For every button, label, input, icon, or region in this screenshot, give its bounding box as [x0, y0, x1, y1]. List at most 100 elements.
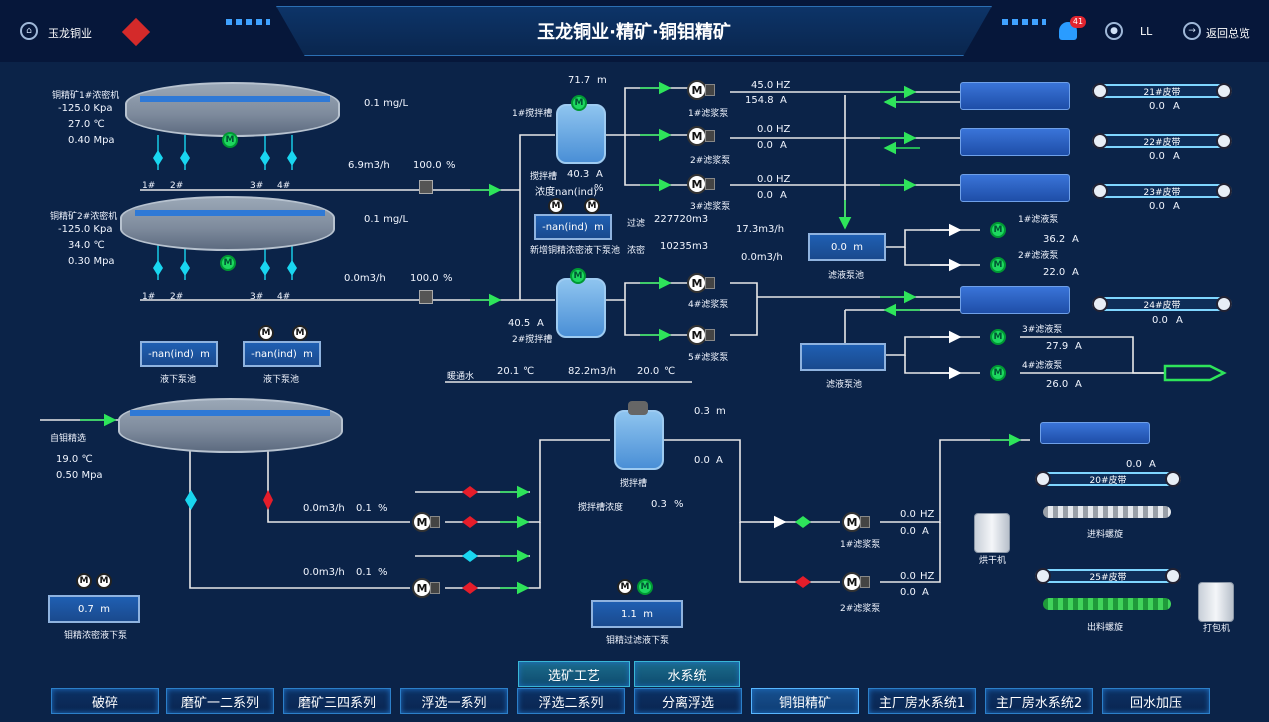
moly-filter-tank-motor-2-icon[interactable]: M [637, 579, 653, 595]
slurry-pump-1[interactable]: M [685, 80, 715, 100]
moly-line-1-pct-unit: % [378, 503, 388, 514]
slurry-pump-2-hz-unit: HZ [776, 124, 791, 135]
moly-source-label: 自钼精选 [50, 434, 87, 444]
agitator-1-motor-icon[interactable]: M [571, 95, 587, 111]
filtrate-pump-2[interactable]: M [980, 255, 1010, 275]
moly-agitator-conc: 0.3 [651, 499, 667, 510]
agitator-1-conc-unit: % [594, 183, 604, 194]
filtrate-pump-3-name: 3#滤液泵 [1022, 325, 1063, 335]
motor-icon: M [687, 80, 707, 100]
thickener-2[interactable] [120, 196, 335, 251]
belt-25[interactable]: 25#皮带 [1035, 568, 1181, 584]
agitator-2-motor-icon[interactable]: M [570, 268, 586, 284]
new-tank[interactable]: -nan(ind) m [534, 214, 612, 240]
tab-separation-flotation[interactable]: 分离浮选 [634, 688, 742, 714]
home-icon[interactable]: ⌂ [20, 22, 38, 40]
back-icon[interactable]: → [1183, 22, 1201, 40]
filtrate-pump-1-a: 36.2 [1043, 234, 1066, 245]
belt-21[interactable]: 21#皮带 [1092, 83, 1232, 99]
thickener-1-motor-icon[interactable]: M [222, 132, 238, 148]
user-icon[interactable]: ● [1105, 22, 1123, 40]
slurry-pump-2[interactable]: M [685, 126, 715, 146]
filter-press-1[interactable] [960, 82, 1070, 110]
belt-roller-icon [1092, 183, 1108, 199]
filtrate-pump-3[interactable]: M [980, 327, 1010, 347]
tab-crushing[interactable]: 破碎 [51, 688, 159, 714]
thickener-1-name: 铜精矿1#浓密机 [52, 91, 120, 101]
belt-20[interactable]: 20#皮带 [1035, 471, 1181, 487]
sump-1[interactable]: -nan(ind) m [140, 341, 218, 367]
moly-tank-motor-2-icon[interactable]: M [96, 573, 112, 589]
packer[interactable] [1198, 582, 1234, 622]
slurry-pump-1-hz: 45.0 [751, 80, 774, 91]
filtrate-pump-4[interactable]: M [980, 363, 1010, 383]
filter-flow-2: 0.0m3/h [741, 252, 783, 263]
tab-main-water-2[interactable]: 主厂房水系统2 [985, 688, 1093, 714]
filtrate-pool-2[interactable] [800, 343, 886, 371]
slurry-pump-2-a-unit: A [780, 140, 787, 151]
tab-water-system[interactable]: 水系统 [634, 661, 740, 687]
moly-line-2-flow: 0.0m3/h [303, 567, 345, 578]
motor-icon: M [687, 126, 707, 146]
moly-slurry-pump-1-a: 0.0 [900, 526, 916, 537]
moly-thickener[interactable] [118, 398, 343, 453]
sump-2-motor-2-icon[interactable]: M [292, 325, 308, 341]
dryer[interactable] [974, 513, 1010, 553]
filter-press-moly[interactable] [1040, 422, 1150, 444]
belt-24-a: 0.0 [1152, 315, 1168, 326]
tab-flotation-1[interactable]: 浮选一系列 [400, 688, 508, 714]
belt-23[interactable]: 23#皮带 [1092, 183, 1232, 199]
thickener-2-motor-icon[interactable]: M [220, 255, 236, 271]
filter-press-4[interactable] [960, 286, 1070, 314]
tab-process[interactable]: 选矿工艺 [518, 661, 630, 687]
tab-cu-mo-concentrate[interactable]: 铜钼精矿 [751, 688, 859, 714]
moly-agitator-motor-icon[interactable] [628, 401, 648, 415]
moly-slurry-pump-1-a-unit: A [922, 526, 929, 537]
moly-feed-pump-2[interactable]: M [410, 578, 440, 598]
moly-feed-pump-1[interactable]: M [410, 512, 440, 532]
moly-slurry-pump-2[interactable]: M [840, 572, 870, 592]
new-tank-motor-1-icon[interactable]: M [548, 198, 564, 214]
belt-24[interactable]: 24#皮带 [1092, 296, 1232, 312]
moly-filter-tank-motor-1-icon[interactable]: M [617, 579, 633, 595]
line2-pct-unit: % [443, 273, 453, 284]
tab-grinding-34[interactable]: 磨矿三四系列 [283, 688, 391, 714]
tab-grinding-12[interactable]: 磨矿一二系列 [166, 688, 274, 714]
back-button[interactable]: 返回总览 [1206, 27, 1250, 40]
moly-slurry-pump-2-hz: 0.0 [900, 571, 916, 582]
sump-2[interactable]: -nan(ind) m [243, 341, 321, 367]
moly-filter-tank-unit: m [643, 608, 653, 620]
moly-filter-sump[interactable]: 1.1 m [591, 600, 683, 628]
tab-flotation-2[interactable]: 浮选二系列 [517, 688, 625, 714]
line1-valve-icon[interactable] [419, 180, 433, 194]
slurry-pump-4[interactable]: M [685, 273, 715, 293]
agitator-2[interactable] [556, 278, 606, 338]
filtrate-pump-1[interactable]: M [980, 220, 1010, 240]
feed-screw[interactable] [1043, 506, 1171, 518]
discharge-screw[interactable] [1043, 598, 1171, 610]
tab-main-water-1[interactable]: 主厂房水系统1 [868, 688, 976, 714]
moly-agitator[interactable] [614, 410, 664, 470]
filter-press-2[interactable] [960, 128, 1070, 156]
thickener-1[interactable] [125, 82, 340, 137]
filter-press-3[interactable] [960, 174, 1070, 202]
belt-25-name: 25#皮带 [1089, 572, 1127, 583]
water-temp-2: 20.0 [637, 366, 660, 377]
slurry-pump-5[interactable]: M [685, 325, 715, 345]
moly-thickener-sump[interactable]: 0.7 m [48, 595, 140, 623]
moly-tank-motor-1-icon[interactable]: M [76, 573, 92, 589]
line2-valve-icon[interactable] [419, 290, 433, 304]
moly-slurry-pump-2-a: 0.0 [900, 587, 916, 598]
filtrate-pool-1[interactable]: 0.0 m [808, 233, 886, 261]
water-flow: 82.2m3/h [568, 366, 617, 377]
belt-22[interactable]: 22#皮带 [1092, 133, 1232, 149]
new-tank-motor-2-icon[interactable]: M [584, 198, 600, 214]
agitator-1[interactable] [556, 104, 606, 164]
filtrate-pump-2-a: 22.0 [1043, 267, 1066, 278]
dryer-label: 烘干机 [979, 556, 1007, 566]
filter-flow-1: 17.3m3/h [736, 224, 785, 235]
tab-return-water[interactable]: 回水加压 [1102, 688, 1210, 714]
sump-2-motor-1-icon[interactable]: M [258, 325, 274, 341]
slurry-pump-3[interactable]: M [685, 174, 715, 194]
moly-slurry-pump-1[interactable]: M [840, 512, 870, 532]
